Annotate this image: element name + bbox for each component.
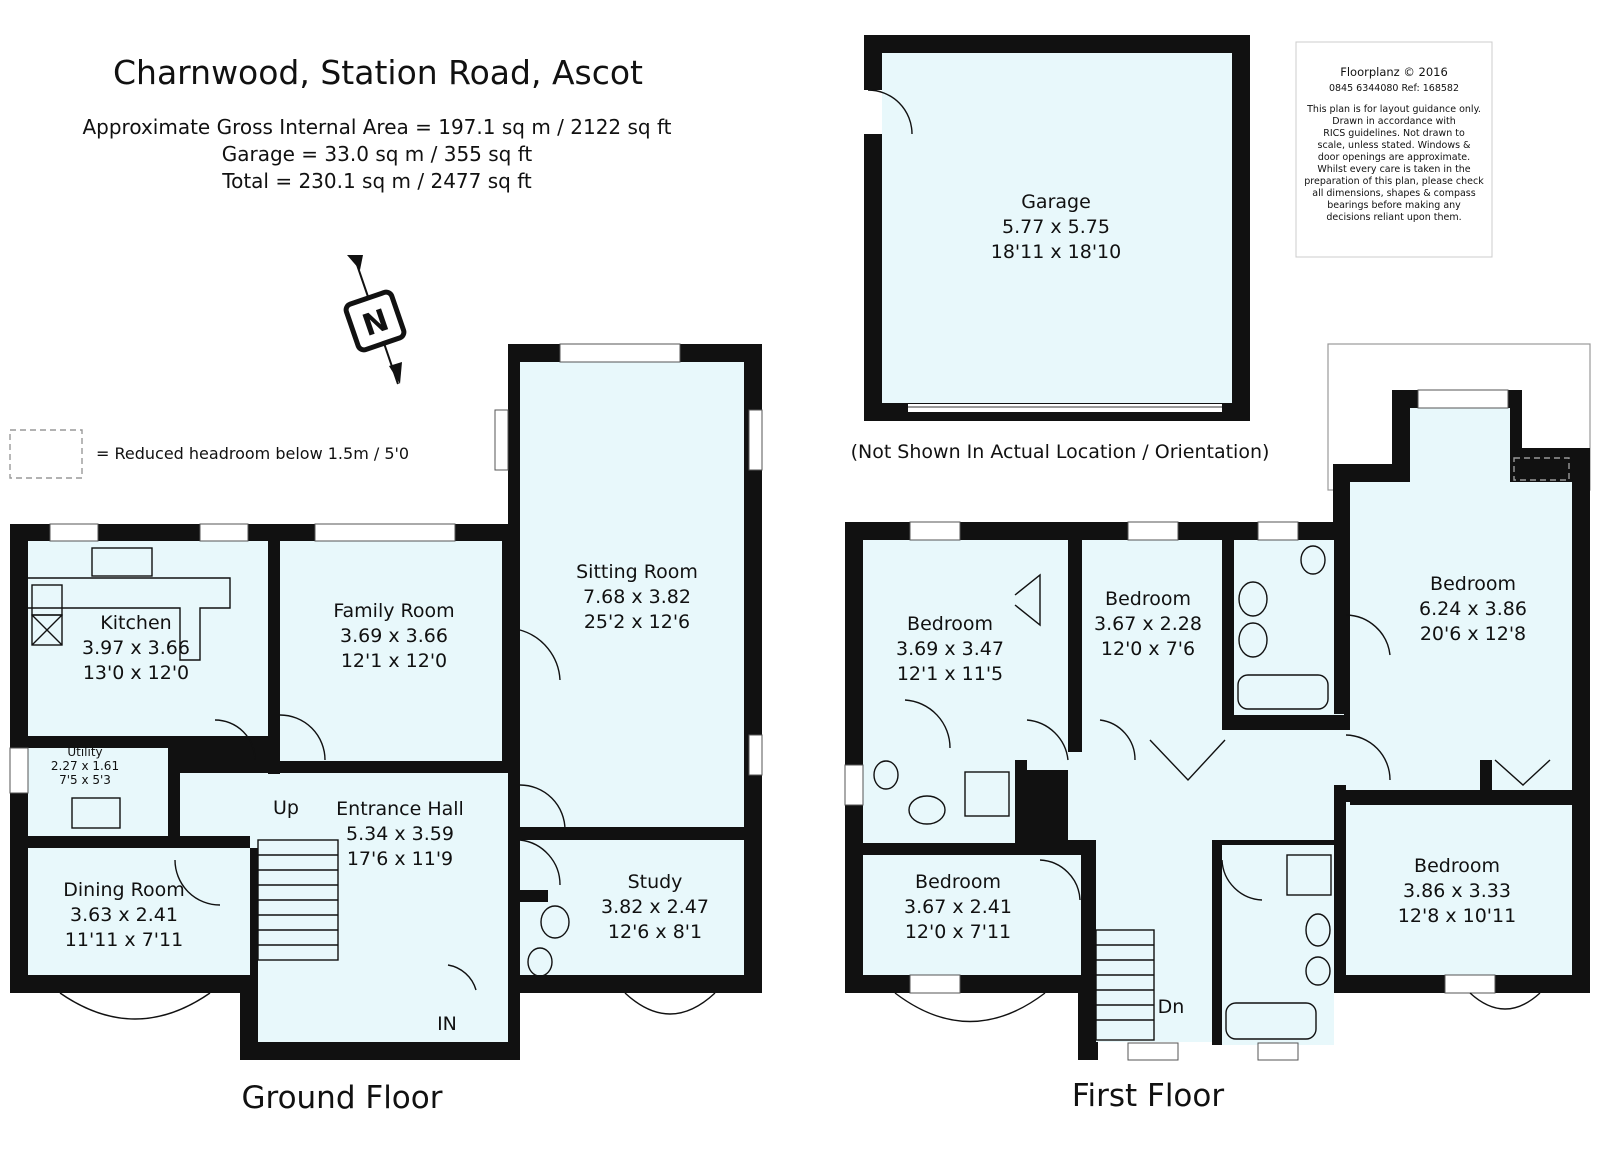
disclaimer-ref: 0845 6344080 Ref: 168582 [1329,83,1459,94]
garage-area-line: Garage = 33.0 sq m / 355 sq ft [222,142,533,166]
bedroom-5-metric: 3.86 x 3.33 [1403,880,1511,902]
bedroom-1-name: Bedroom [907,613,993,635]
garage-location-note: (Not Shown In Actual Location / Orientat… [851,441,1270,463]
first-floor-label: First Floor [1072,1078,1224,1114]
bedroom-4-metric: 3.67 x 2.41 [904,896,1012,918]
svg-text:all dimensions, shapes & compa: all dimensions, shapes & compass [1312,188,1475,199]
svg-text:Drawn in accordance with: Drawn in accordance with [1332,116,1455,127]
bedroom-4-imperial: 12'0 x 7'11 [905,921,1011,943]
family-room-imperial: 12'1 x 12'0 [341,650,447,672]
total-area-line: Total = 230.1 sq m / 2477 sq ft [221,169,532,193]
utility-metric: 2.27 x 1.61 [51,759,119,773]
svg-text:door openings are approximate.: door openings are approximate. [1318,152,1470,163]
svg-text:This plan is for layout guidan: This plan is for layout guidance only. [1306,104,1481,115]
stairs-down-label: Dn [1158,996,1185,1018]
sitting-room-imperial: 25'2 x 12'6 [584,611,690,633]
bedroom-2-metric: 3.67 x 2.28 [1094,613,1202,635]
stairs-up-label: Up [273,797,299,819]
utility-imperial: 7'5 x 5'3 [59,773,111,787]
bedroom-1-imperial: 12'1 x 11'5 [897,663,1003,685]
sitting-room-metric: 7.68 x 3.82 [583,586,691,608]
disclaimer-box: Floorplanz © 2016 0845 6344080 Ref: 1685… [1295,41,1493,258]
kitchen-metric: 3.97 x 3.66 [82,637,190,659]
garage-plan: Garage 5.77 x 5.75 18'11 x 18'10 [864,35,1250,421]
svg-text:scale, unless stated. Windows: scale, unless stated. Windows & [1318,140,1472,151]
ground-floor-plan: Kitchen 3.97 x 3.66 13'0 x 12'0 Family R… [9,343,763,1060]
disclaimer-company: Floorplanz © 2016 [1340,65,1448,79]
plan-title: Charnwood, Station Road, Ascot [113,53,643,92]
bedroom-2-name: Bedroom [1105,588,1191,610]
reduced-headroom-swatch [9,429,83,479]
entrance-hall-imperial: 17'6 x 11'9 [347,848,453,870]
dining-room-name: Dining Room [63,879,184,901]
entrance-hall-name: Entrance Hall [336,798,464,820]
bedroom-3-metric: 6.24 x 3.86 [1419,598,1527,620]
entrance-hall-metric: 5.34 x 3.59 [346,823,454,845]
svg-text:bearings before making any: bearings before making any [1327,200,1461,211]
compass-icon: N [343,255,407,385]
reduced-headroom-label: = Reduced headroom below 1.5m / 5'0 [96,444,409,463]
study-imperial: 12'6 x 8'1 [608,921,702,943]
dining-room-imperial: 11'11 x 7'11 [65,929,183,951]
kitchen-imperial: 13'0 x 12'0 [83,662,189,684]
bedroom-4-name: Bedroom [915,871,1001,893]
bedroom-3-imperial: 20'6 x 12'8 [1420,623,1526,645]
bedroom-5-imperial: 12'8 x 10'11 [1398,905,1516,927]
garage-imperial: 18'11 x 18'10 [991,241,1121,263]
dining-room-metric: 3.63 x 2.41 [70,904,178,926]
entrance-in-label: IN [437,1013,457,1035]
svg-text:Whilst every care is taken in: Whilst every care is taken in the [1317,164,1470,175]
study-name: Study [628,871,683,893]
bedroom-1-metric: 3.69 x 3.47 [896,638,1004,660]
gross-area-line: Approximate Gross Internal Area = 197.1 … [82,115,671,139]
family-room-metric: 3.69 x 3.66 [340,625,448,647]
family-room-name: Family Room [333,600,454,622]
bedroom-2-imperial: 12'0 x 7'6 [1101,638,1195,660]
kitchen-name: Kitchen [100,612,171,634]
study-metric: 3.82 x 2.47 [601,896,709,918]
utility-name: Utility [67,745,102,759]
garage-metric: 5.77 x 5.75 [1002,216,1110,238]
bedroom-5-name: Bedroom [1414,855,1500,877]
sitting-room-name: Sitting Room [576,561,698,583]
garage-name: Garage [1021,191,1091,213]
ground-floor-label: Ground Floor [241,1080,442,1116]
svg-text:decisions reliant upon them.: decisions reliant upon them. [1326,212,1461,223]
svg-text:preparation of this plan, plea: preparation of this plan, please check [1304,176,1484,187]
bedroom-3-name: Bedroom [1430,573,1516,595]
svg-text:RICS guidelines. Not drawn to: RICS guidelines. Not drawn to [1323,128,1465,139]
first-floor-plan: Bedroom 3.69 x 3.47 12'1 x 11'5 Bedroom … [844,343,1591,1061]
